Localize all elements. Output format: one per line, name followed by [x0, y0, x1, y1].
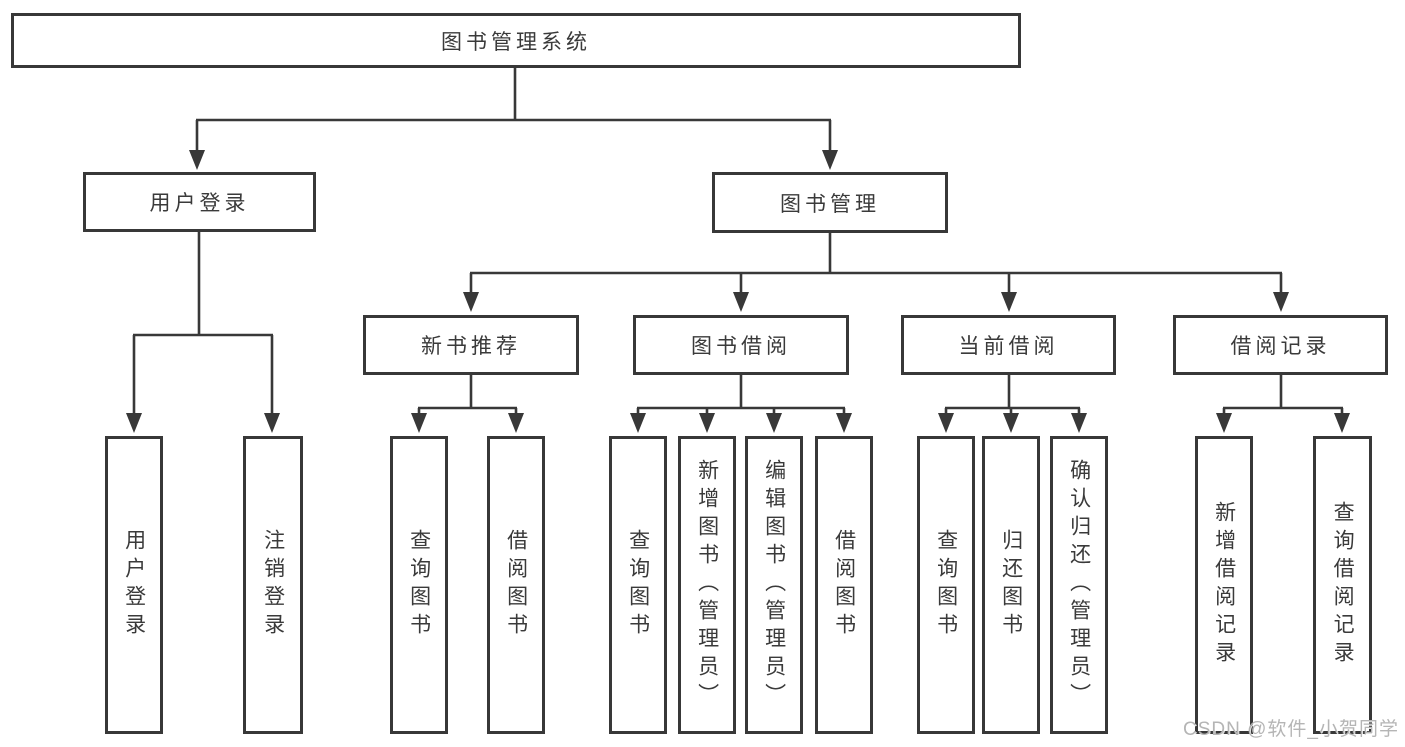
node-label: 确认归还（管理员）: [1067, 459, 1091, 711]
leaf-rec-borrow-books: 借阅图书: [487, 436, 545, 734]
leaf-user-login: 用户登录: [105, 436, 163, 734]
leaf-bb-add-books-admin: 新增图书（管理员）: [678, 436, 736, 734]
arrowhead-icon: [699, 413, 715, 433]
arrowhead-icon: [189, 150, 205, 170]
node-label: 图书借阅: [691, 335, 791, 358]
leaf-br-query-record: 查询借阅记录: [1313, 436, 1372, 734]
node-label: 新书推荐: [421, 335, 521, 358]
node-label: 图书管理系统: [441, 30, 591, 54]
node-label: 用户登录: [122, 529, 146, 641]
leaf-cb-query-books: 查询图书: [917, 436, 975, 734]
node-label: 新增图书（管理员）: [695, 459, 719, 711]
arrowhead-icon: [822, 150, 838, 170]
node-library-system: 图书管理系统: [11, 13, 1021, 68]
arrowhead-icon: [264, 413, 280, 433]
leaf-bb-query-books: 查询图书: [609, 436, 667, 734]
arrowhead-icon: [836, 413, 852, 433]
node-label: 注销登录: [261, 529, 285, 641]
leaf-bb-edit-books-admin: 编辑图书（管理员）: [745, 436, 803, 734]
node-label: 用户登录: [149, 192, 250, 215]
node-label: 查询图书: [407, 529, 431, 641]
node-label: 新增借阅记录: [1212, 501, 1236, 669]
arrowhead-icon: [1001, 292, 1017, 312]
node-label: 当前借阅: [958, 335, 1059, 358]
arrowhead-icon: [1003, 413, 1019, 433]
node-label: 图书管理: [780, 192, 880, 216]
arrowhead-icon: [1216, 413, 1232, 433]
node-label: 查询借阅记录: [1331, 501, 1355, 669]
watermark: CSDN @软件_小贺同学: [1183, 719, 1399, 740]
arrowhead-icon: [1334, 413, 1350, 433]
node-new-book-recommend: 新书推荐: [363, 315, 579, 375]
arrowhead-icon: [411, 413, 427, 433]
node-current-borrowing: 当前借阅: [901, 315, 1116, 375]
node-label: 编辑图书（管理员）: [762, 459, 786, 711]
arrowhead-icon: [630, 413, 646, 433]
node-book-borrowing: 图书借阅: [633, 315, 849, 375]
node-label: 借阅图书: [832, 529, 856, 641]
arrowhead-icon: [766, 413, 782, 433]
arrowhead-icon: [733, 292, 749, 312]
leaf-logout: 注销登录: [243, 436, 303, 734]
arrowhead-icon: [463, 292, 479, 312]
node-user-login-group: 用户登录: [83, 172, 316, 232]
arrowhead-icon: [938, 413, 954, 433]
leaf-cb-confirm-return-admin: 确认归还（管理员）: [1050, 436, 1108, 734]
leaf-rec-query-books: 查询图书: [390, 436, 448, 734]
arrowhead-icon: [508, 413, 524, 433]
node-label: 查询图书: [934, 529, 958, 641]
node-label: 查询图书: [626, 529, 650, 641]
arrowhead-icon: [1071, 413, 1087, 433]
node-borrowing-records: 借阅记录: [1173, 315, 1388, 375]
node-book-management: 图书管理: [712, 172, 948, 233]
leaf-br-add-record: 新增借阅记录: [1195, 436, 1253, 734]
arrowhead-icon: [126, 413, 142, 433]
node-label: 归还图书: [999, 529, 1023, 641]
leaf-cb-return-books: 归还图书: [982, 436, 1040, 734]
node-label: 借阅图书: [504, 529, 528, 641]
node-label: 借阅记录: [1230, 335, 1331, 358]
arrowhead-icon: [1273, 292, 1289, 312]
leaf-bb-borrow-books: 借阅图书: [815, 436, 873, 734]
